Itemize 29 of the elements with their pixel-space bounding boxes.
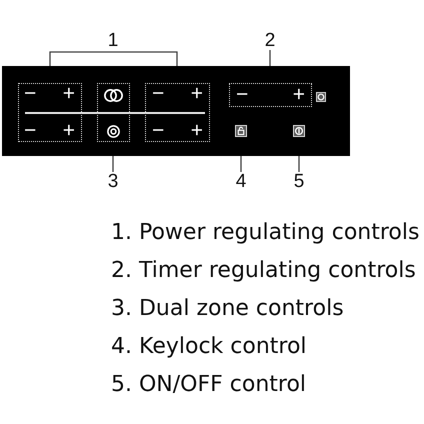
leader-line [269, 50, 271, 66]
control-symbol: + [190, 121, 203, 141]
callout-number: 4 [235, 172, 247, 191]
leader-line [240, 156, 242, 172]
leader-line [112, 156, 114, 172]
key-text: 4. Keylock control [111, 334, 307, 360]
control-symbol: − [24, 121, 36, 141]
key-text: 5. ON/OFF control [111, 372, 306, 398]
control-symbol: − [152, 121, 164, 141]
callout-number: 1 [107, 31, 119, 50]
control-symbol: + [292, 85, 305, 105]
touch-control-group [145, 83, 210, 142]
control-symbol: + [190, 84, 203, 104]
control-symbol: − [152, 84, 164, 104]
control-symbol: + [62, 121, 75, 141]
callout-number: 2 [264, 31, 276, 50]
key-text: 2. Timer regulating controls [111, 258, 416, 284]
key-text: 3. Dual zone controls [111, 296, 344, 322]
callout-number: 3 [107, 172, 119, 191]
control-symbol: − [236, 85, 248, 105]
control-symbol: − [24, 84, 36, 104]
control-panel [2, 66, 350, 156]
touch-control-group [229, 83, 312, 107]
control-symbol: + [62, 84, 75, 104]
touch-control-group [97, 83, 130, 142]
touch-control-group [18, 83, 82, 142]
callout-number: 5 [293, 172, 305, 191]
key-text: 1. Power regulating controls [111, 220, 420, 246]
leader-line [298, 156, 300, 172]
